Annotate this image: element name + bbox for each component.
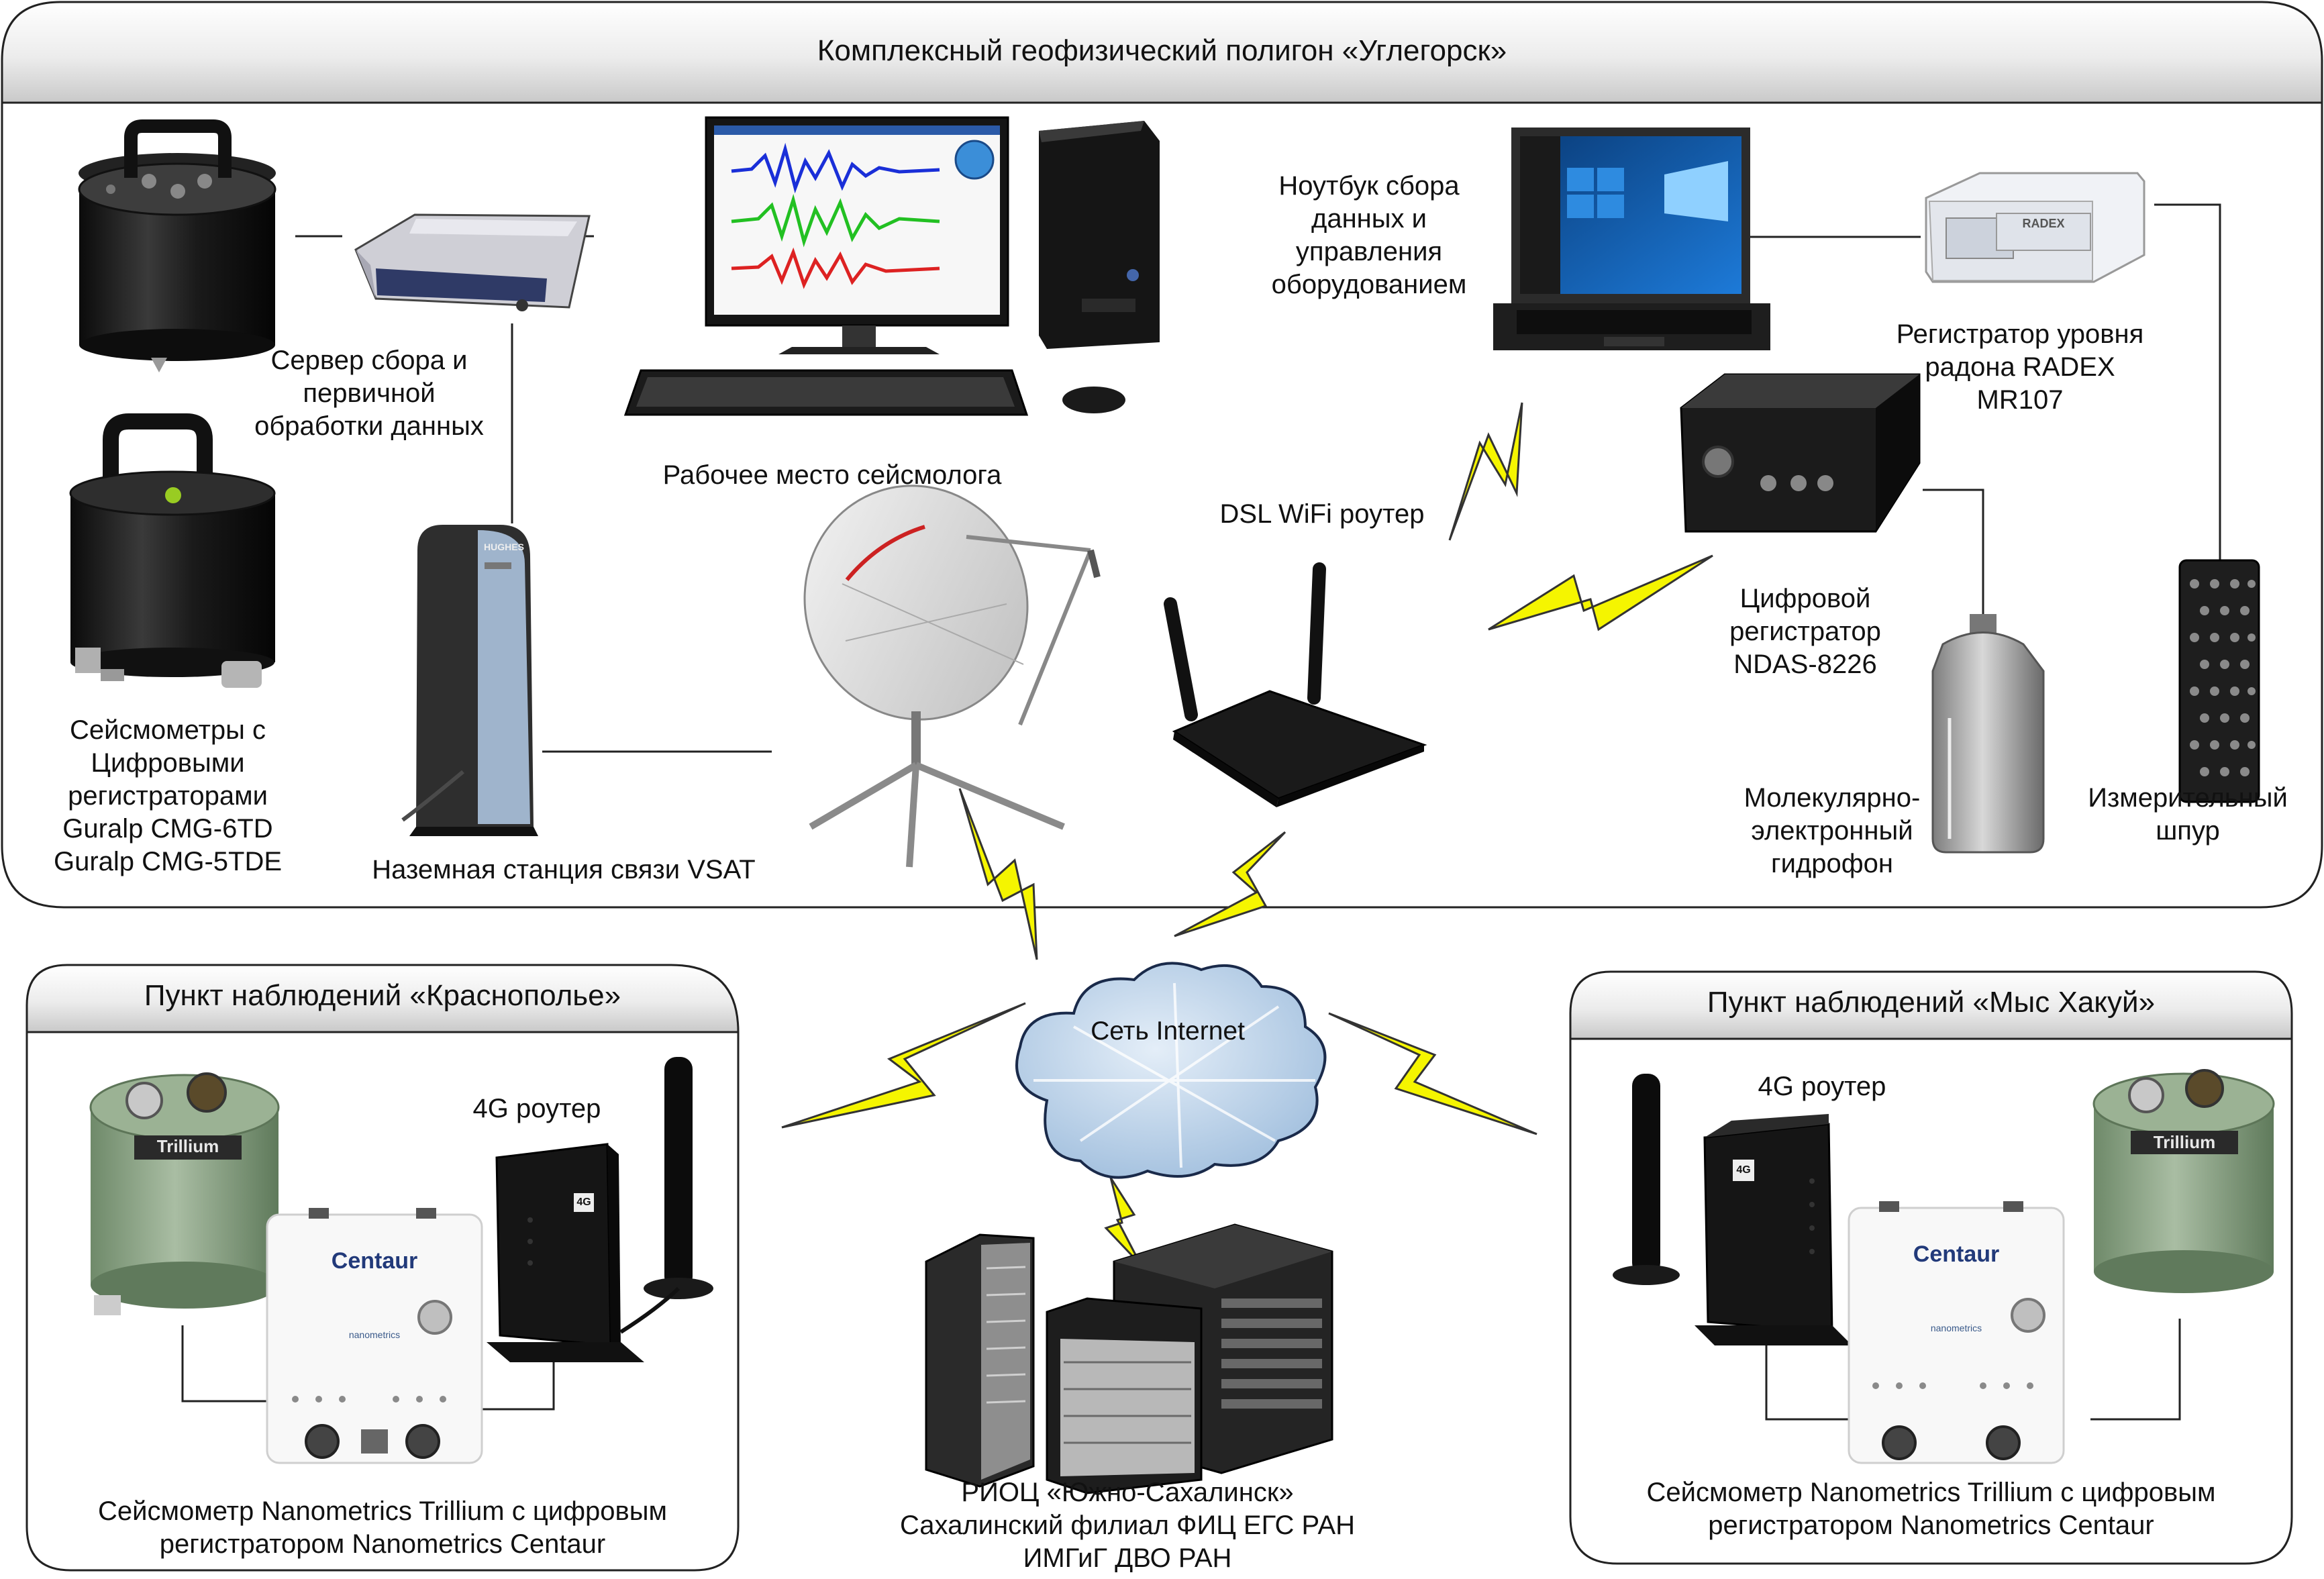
line-k-trillium-centaur xyxy=(181,1325,267,1403)
krasnopolye-header xyxy=(26,964,740,1033)
rioc-servers-icon xyxy=(925,1223,1333,1494)
server-icon xyxy=(354,213,591,311)
radex-label: Регистратор уровня радона RADEX MR107 xyxy=(1896,319,2144,415)
centaur-recorder-icon xyxy=(1848,1201,2065,1464)
router-4g-badge: 4G xyxy=(576,1196,591,1208)
line-radex-probe xyxy=(2154,203,2221,560)
krasnopolye-caption: Сейсмометр Nanometrics Trillium с цифров… xyxy=(98,1496,667,1559)
hakui-caption: Сейсмометр Nanometrics Trillium с цифров… xyxy=(1646,1478,2216,1540)
router-4g-badge: 4G xyxy=(1736,1164,1751,1176)
wifi-router-icon xyxy=(1164,562,1427,807)
krasnopolye-border xyxy=(26,1005,740,1572)
trillium-seismometer-icon xyxy=(2092,1069,2275,1293)
antenna-4g-icon xyxy=(1613,1074,1680,1285)
probe-label: Измерительный шпур xyxy=(2088,783,2288,846)
ndas-recorder-icon xyxy=(1680,373,1921,533)
panel-hakui xyxy=(1569,970,2293,1565)
vsat-modem-icon xyxy=(401,525,538,836)
line-ndas-hydrophone xyxy=(1923,489,1984,614)
main-panel-border xyxy=(1,60,2323,909)
lightning-bolts xyxy=(781,402,1713,1266)
wifi-router-label: DSL WiFi роутер xyxy=(1219,499,1425,529)
centaur-brand-mark: Centaur xyxy=(331,1248,418,1274)
trillium-brand-mark: Trillium xyxy=(156,1136,219,1156)
nanometrics-brand-mark: nanometrics xyxy=(1930,1323,1982,1333)
router-4g-icon xyxy=(1695,1114,1852,1345)
radex-brand-mark: RADEX xyxy=(2022,217,2065,230)
server-label: Сервер сбора и первичной обработки данны… xyxy=(254,346,484,441)
hughes-brand-mark: HUGHES xyxy=(484,542,524,552)
panel-krasnopolye xyxy=(26,964,740,1572)
laptop-label: Ноутбук сбора данных и управления оборуд… xyxy=(1271,171,1467,299)
ndas-label: Цифровой регистратор NDAS-8226 xyxy=(1729,584,1881,679)
guralp-seismometer-icon xyxy=(69,413,276,688)
lightning-bolt-icon xyxy=(1174,831,1286,937)
line-k-centaur-router xyxy=(482,1362,555,1411)
lightning-bolt-icon xyxy=(1488,554,1713,631)
hakui-router-label: 4G роутер xyxy=(1758,1072,1886,1101)
hakui-border xyxy=(1569,1013,2293,1565)
radex-detector-icon xyxy=(1925,172,2145,283)
laptop-icon xyxy=(1493,128,1770,350)
hydrophone-icon xyxy=(1931,614,2045,854)
line-h-centaur-trillium xyxy=(2090,1319,2181,1421)
trillium-brand-mark: Trillium xyxy=(2153,1132,2216,1152)
krasnopolye-router-label: 4G роутер xyxy=(472,1094,601,1123)
measuring-probe-icon xyxy=(2178,559,2260,803)
internet-label: Сеть Internet xyxy=(1091,1017,1245,1046)
hakui-title: Пункт наблюдений «Мыс Хакуй» xyxy=(1707,986,2156,1019)
hydrophone-label: Молекулярно- электронный гидрофон xyxy=(1744,783,1921,878)
trillium-seismometer-icon xyxy=(89,1072,280,1315)
workstation-icon xyxy=(623,116,1160,416)
router-4g-icon xyxy=(487,1143,644,1362)
lightning-bolt-icon xyxy=(1104,1177,1142,1266)
nanometrics-brand-mark: nanometrics xyxy=(348,1329,401,1340)
main-panel xyxy=(1,1,2323,909)
line-h-centaur-router xyxy=(1765,1345,1849,1421)
krasnopolye-title: Пункт наблюдений «Краснополье» xyxy=(144,979,621,1012)
satellite-dish-icon xyxy=(803,485,1101,868)
centaur-recorder-icon xyxy=(266,1208,483,1464)
antenna-4g-icon xyxy=(619,1057,713,1334)
seismometers-label: Сейсмометры с Цифровыми регистраторами G… xyxy=(53,715,283,876)
main-panel-title: Комплексный геофизический полигон «Углег… xyxy=(817,34,1507,67)
workstation-label: Рабочее место сейсмолога xyxy=(662,460,1002,490)
guralp-seismometer-icon xyxy=(78,119,276,372)
lightning-bolt-icon xyxy=(1448,402,1523,541)
lightning-bolt-icon xyxy=(781,1002,1026,1129)
rioc-label: РИОЦ «Южно-Сахалинск» Сахалинский филиал… xyxy=(899,1478,1356,1573)
lightning-bolt-icon xyxy=(1328,1012,1537,1135)
internet-cloud-icon xyxy=(1015,962,1327,1179)
lightning-bolt-icon xyxy=(958,788,1038,960)
vsat-label: Наземная станция связи VSAT xyxy=(372,855,756,884)
centaur-brand-mark: Centaur xyxy=(1913,1241,2000,1267)
